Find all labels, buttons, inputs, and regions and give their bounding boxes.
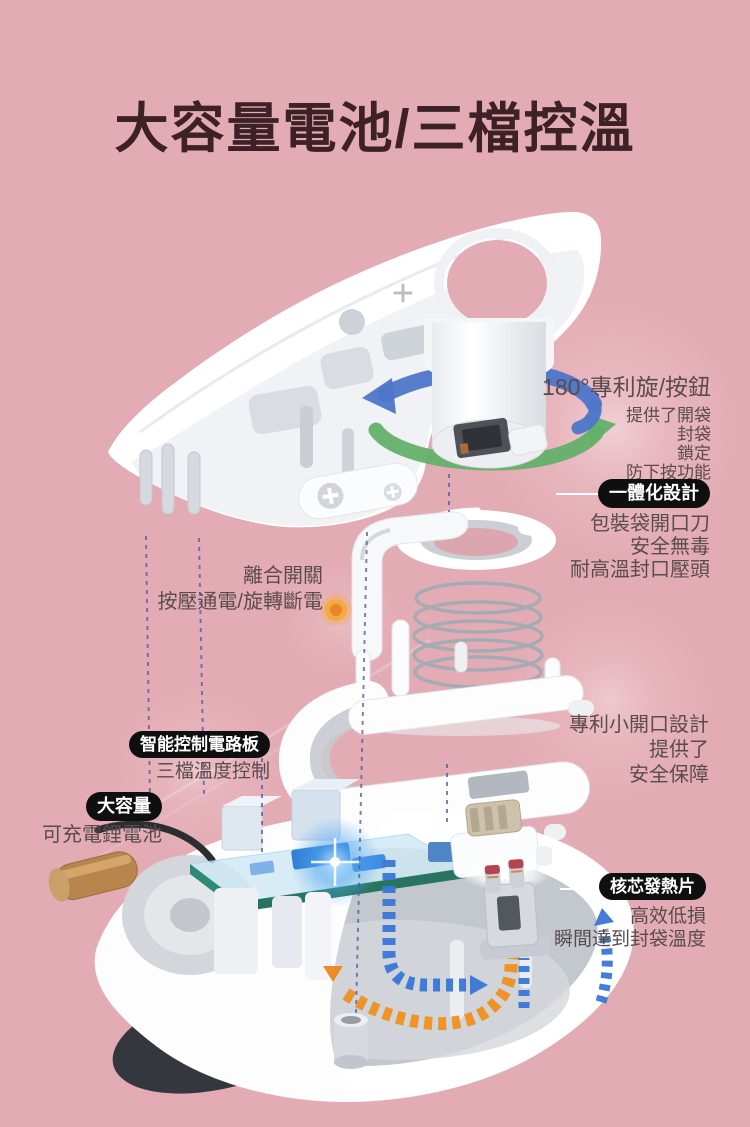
smart-circuit-badge: 智能控制電路板: [129, 731, 270, 759]
mount-bracket: [298, 462, 418, 520]
heater-line: 高效低損: [629, 906, 706, 928]
page-title: 大容量電池/三檔控溫: [114, 99, 636, 159]
rotation-arrow-blue-head-icon: [362, 378, 396, 414]
heater-badge: 核芯發熱片: [599, 873, 706, 901]
rotate-button-line: 封袋: [677, 425, 711, 444]
callout-smart-circuit: 智能控制電路板 三檔溫度控制: [129, 731, 270, 783]
callout-integrated-design: 一體化設計 包裝袋開口刀 安全無毒 耐高溫封口壓頭: [570, 479, 710, 582]
battery-line: 可充電鋰電池: [42, 823, 162, 846]
shell-pins: [139, 443, 201, 515]
callout-clutch-switch: 離合開關 按壓通電/旋轉斷電: [157, 563, 323, 615]
cup-post: [334, 1013, 368, 1069]
alignment-dashed-lines: [145, 474, 450, 1016]
callout-small-opening: 專利小開口設計 提供了 安全保障: [569, 713, 709, 788]
small-opening-line: 安全保障: [629, 764, 709, 786]
smart-circuit-line: 三檔溫度控制: [155, 761, 270, 783]
integrated-design-badge: 一體化設計: [598, 479, 710, 508]
rotate-button-line: 防下按功能: [626, 463, 711, 482]
callout-heater: 核芯發熱片 高效低損 瞬間達到封袋溫度: [554, 873, 706, 951]
rotary-knob: [362, 318, 616, 471]
integrated-design-line: 耐高溫封口壓頭: [570, 558, 710, 581]
clutch-switch-line: 離合開關: [243, 565, 323, 587]
battery-badge: 大容量: [86, 792, 162, 821]
rotate-button-line: 提供了開袋: [626, 406, 711, 425]
callout-battery: 大容量 可充電鋰電池: [42, 792, 162, 847]
callout-rotate-button: 180°專利旋/按鈕 提供了開袋 封袋 鎖定 防下按功能: [542, 368, 711, 482]
rotate-button-line: 鎖定: [677, 444, 711, 463]
leader-lines: [556, 493, 602, 890]
device-body: [48, 779, 634, 1103]
integrated-design-line: 包裝袋開口刀: [590, 512, 710, 535]
heater-line: 瞬間達到封袋溫度: [553, 929, 706, 951]
small-opening-line: 提供了: [649, 739, 709, 761]
clutch-switch-line: 按壓通電/旋轉斷電: [157, 591, 323, 613]
integrated-design-line: 安全無毒: [630, 535, 710, 558]
rotate-button-heading: 180°專利旋/按鈕: [542, 374, 711, 400]
small-opening-line: 專利小開口設計: [569, 714, 709, 736]
wire: [94, 820, 216, 864]
support-bracket: [351, 511, 469, 662]
heating-element: [480, 859, 551, 960]
power-dot: [320, 594, 352, 626]
circuit-board: [188, 779, 468, 912]
battery-cell: [48, 851, 138, 902]
